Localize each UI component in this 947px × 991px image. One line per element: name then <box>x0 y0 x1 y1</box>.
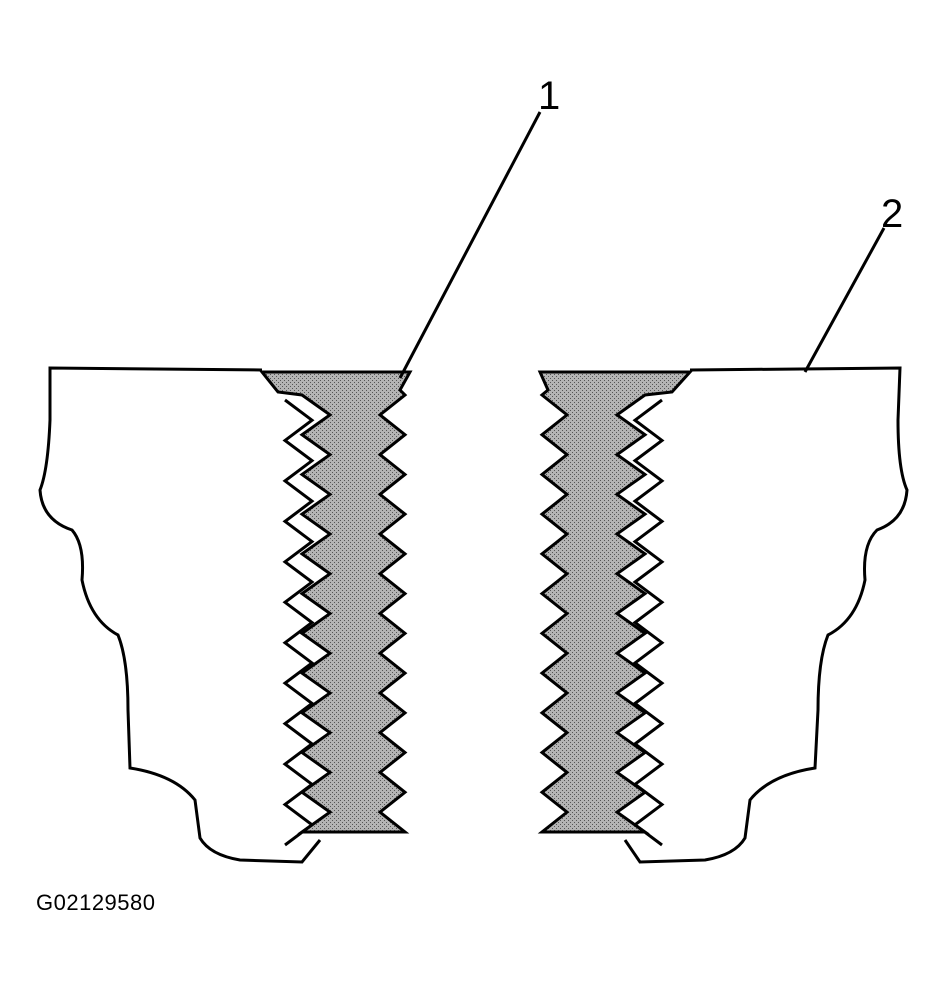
callout-number-2: 2 <box>881 192 904 236</box>
housing-thread-left <box>285 400 312 845</box>
housing-thread-right <box>635 400 662 845</box>
thread-insert-right <box>540 372 690 845</box>
housing-right-outline <box>625 368 907 862</box>
leader-line-2 <box>805 228 884 372</box>
figure-id: G02129580 <box>36 890 156 915</box>
thread-insert-left <box>262 372 410 845</box>
leader-line-1 <box>400 112 540 378</box>
insert-body-left <box>262 372 410 832</box>
housing-left-outline <box>40 368 320 862</box>
callout-number-1: 1 <box>538 74 561 118</box>
insert-body-right <box>540 372 690 832</box>
